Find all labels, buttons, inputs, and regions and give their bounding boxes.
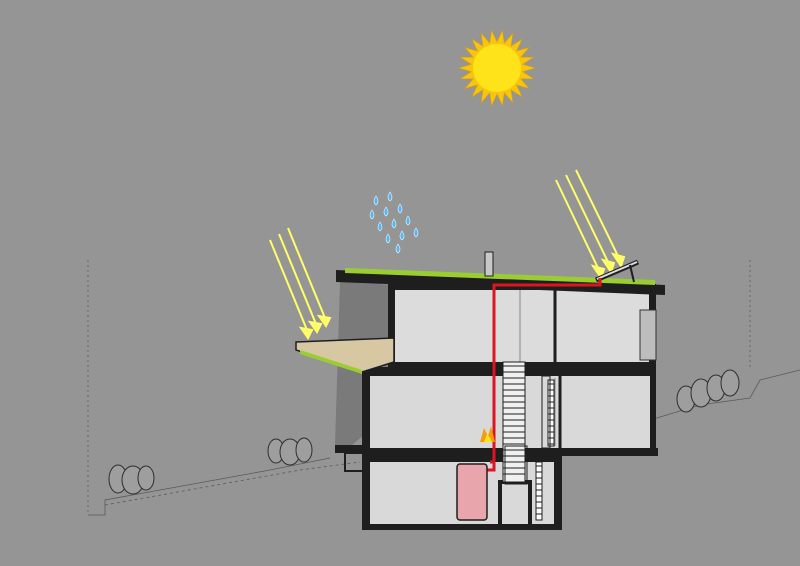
- shrub-icons: [108, 369, 740, 495]
- raindrop-icon: [369, 209, 375, 220]
- roof: [336, 268, 665, 295]
- raindrop-icon: [413, 227, 419, 238]
- chimney: [484, 251, 494, 277]
- balcony: [295, 337, 395, 374]
- raindrop-icon: [405, 215, 411, 226]
- raindrop-icons: [369, 191, 419, 254]
- fire-icon: [480, 426, 495, 442]
- frames: [504, 375, 551, 485]
- raindrop-icon: [383, 206, 389, 217]
- upper-floor: [388, 284, 657, 448]
- raindrop-icon: [373, 195, 379, 206]
- raindrop-icon: [377, 221, 383, 232]
- ground-floor: [335, 367, 658, 472]
- green-roof: [345, 268, 655, 285]
- water-tank: [456, 463, 488, 521]
- heating-pipe: [487, 278, 602, 472]
- sun-rays-right: [555, 169, 626, 281]
- solar-panel: [595, 259, 639, 283]
- staircase: [502, 361, 555, 521]
- raindrop-icon: [395, 243, 401, 254]
- sun-rays-left: [269, 227, 332, 340]
- raindrop-icon: [397, 203, 403, 214]
- raindrop-icon: [399, 230, 405, 241]
- raindrop-icon: [385, 233, 391, 244]
- raindrop-icon: [391, 218, 397, 229]
- raindrop-icon: [387, 191, 393, 202]
- sun-icon: [457, 29, 537, 107]
